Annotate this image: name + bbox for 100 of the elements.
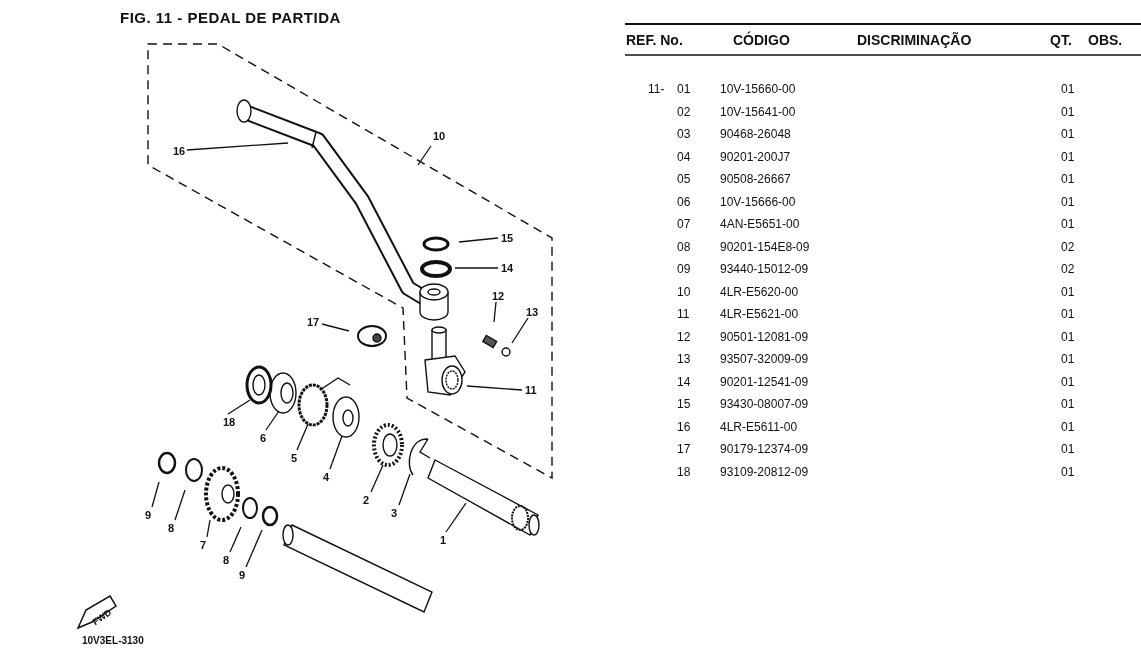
table-cell: 90201-154E8-09 [720, 240, 810, 253]
callout-number: 3 [390, 507, 399, 520]
table-cell: 06 [677, 195, 691, 208]
leader-line [151, 481, 160, 508]
table-cell: 01 [1061, 173, 1075, 185]
leader-line [511, 317, 529, 344]
table-cell: 16 [677, 420, 691, 433]
table-cell: 01 [1061, 443, 1075, 455]
callout-number: 1 [439, 534, 448, 547]
table-cell: 11- [648, 83, 665, 95]
table-cell: 10V-15660-00 [720, 83, 796, 95]
table-cell: 01 [1061, 398, 1075, 410]
table-cell: 15 [677, 398, 691, 410]
leader-line [493, 301, 497, 323]
table-cell: 01 [1061, 218, 1075, 230]
table-cell: 90508-26667 [720, 173, 791, 185]
leader-line [186, 142, 289, 151]
table-cell: 01 [1061, 465, 1075, 478]
table-cell: 18 [677, 465, 691, 478]
leader-line [229, 526, 242, 553]
table-cell: 93109-20812-09 [720, 465, 809, 478]
table-cell: 4LR-E5611-00 [720, 420, 798, 433]
callout-number: 13 [525, 306, 540, 319]
table-cell: 90468-26048 [720, 128, 791, 140]
callout-number: 5 [290, 452, 299, 465]
table-cell: 90501-12081-09 [720, 330, 809, 343]
table-cell: 14 [677, 375, 691, 388]
table-cell: 10V-15666-00 [720, 195, 796, 208]
column-header: CÓDIGO [733, 33, 790, 47]
table-cell: 93440-15012-09 [720, 263, 809, 275]
table-cell: 01 [1061, 330, 1075, 343]
table-cell: 08 [677, 240, 691, 253]
table-cell: 90201-200J7 [720, 150, 791, 163]
column-header: REF. No. [626, 33, 683, 47]
callout-number: 8 [167, 522, 176, 535]
table-cell: 17 [677, 443, 691, 455]
callout-number: 6 [259, 432, 268, 445]
leader-line [398, 473, 411, 506]
callout-number: 8 [222, 554, 231, 567]
table-cell: 12 [677, 330, 691, 343]
callout-number: 9 [144, 509, 153, 522]
figure-title: FIG. 11 - PEDAL DE PARTIDA [120, 10, 341, 25]
column-header: DISCRIMINAÇÃO [857, 33, 972, 47]
table-cell: 09 [677, 263, 691, 275]
leader-line [321, 323, 350, 332]
leader-line [206, 519, 211, 538]
table-cell: 02 [1061, 240, 1075, 253]
table-cell: 4LR-E5620-00 [720, 285, 799, 298]
callout-number: 2 [362, 494, 371, 507]
leader-line [370, 464, 384, 493]
callout-number: 4 [322, 471, 331, 484]
table-cell: 4AN-E5651-00 [720, 218, 800, 230]
callout-number: 12 [491, 290, 506, 303]
column-header: QT. [1050, 33, 1072, 47]
callout-number: 7 [199, 539, 208, 552]
leader-line [174, 489, 186, 521]
callout-number: 11 [524, 384, 538, 397]
leader-line [329, 435, 343, 470]
leader-line [265, 410, 280, 431]
table-cell: 01 [1061, 105, 1075, 118]
table-cell: 02 [1061, 263, 1075, 275]
table-cell: 93430-08007-09 [720, 398, 809, 410]
callout-number: 14 [500, 262, 515, 275]
table-cell: 01 [1061, 420, 1075, 433]
table-cell: 01 [1061, 308, 1075, 320]
table-cell: 01 [1061, 195, 1075, 208]
callout-number: 16 [172, 145, 187, 158]
callout-number: 10 [432, 130, 447, 143]
leader-line [458, 237, 499, 243]
leader-line [466, 385, 523, 391]
table-cell: 03 [677, 128, 691, 140]
leader-line [445, 502, 467, 533]
leader-line [296, 423, 309, 451]
callout-number: 15 [500, 232, 515, 245]
table-cell: 01 [1061, 353, 1075, 365]
table-cell: 10V-15641-00 [720, 105, 796, 118]
table-cell: 01 [1061, 375, 1075, 388]
drawing-code: 10V3EL-3130 [82, 636, 144, 646]
leader-line [454, 267, 499, 269]
table-cell: 01 [1061, 83, 1075, 95]
table-cell: 01 [1061, 285, 1075, 298]
table-cell: 01 [1061, 128, 1075, 140]
callout-number: 18 [222, 416, 237, 429]
callout-number: 17 [306, 316, 321, 329]
table-cell: 90201-12541-09 [720, 375, 809, 388]
table-cell: 07 [677, 218, 691, 230]
table-cell: 04 [677, 150, 691, 163]
leader-line [227, 399, 251, 415]
leader-line [245, 529, 263, 568]
table-cell: 10 [677, 285, 691, 298]
arrow-label: FWD [91, 607, 114, 628]
table-cell: 90179-12374-09 [720, 443, 809, 455]
table-cell: 11 [677, 308, 690, 320]
table-cell: 4LR-E5621-00 [720, 308, 799, 320]
table-cell: 13 [677, 353, 691, 365]
table-cell: 02 [677, 105, 691, 118]
table-cell: 01 [677, 83, 691, 95]
callout-number: 9 [238, 569, 247, 582]
leader-line [417, 145, 432, 166]
table-cell: 05 [677, 173, 691, 185]
